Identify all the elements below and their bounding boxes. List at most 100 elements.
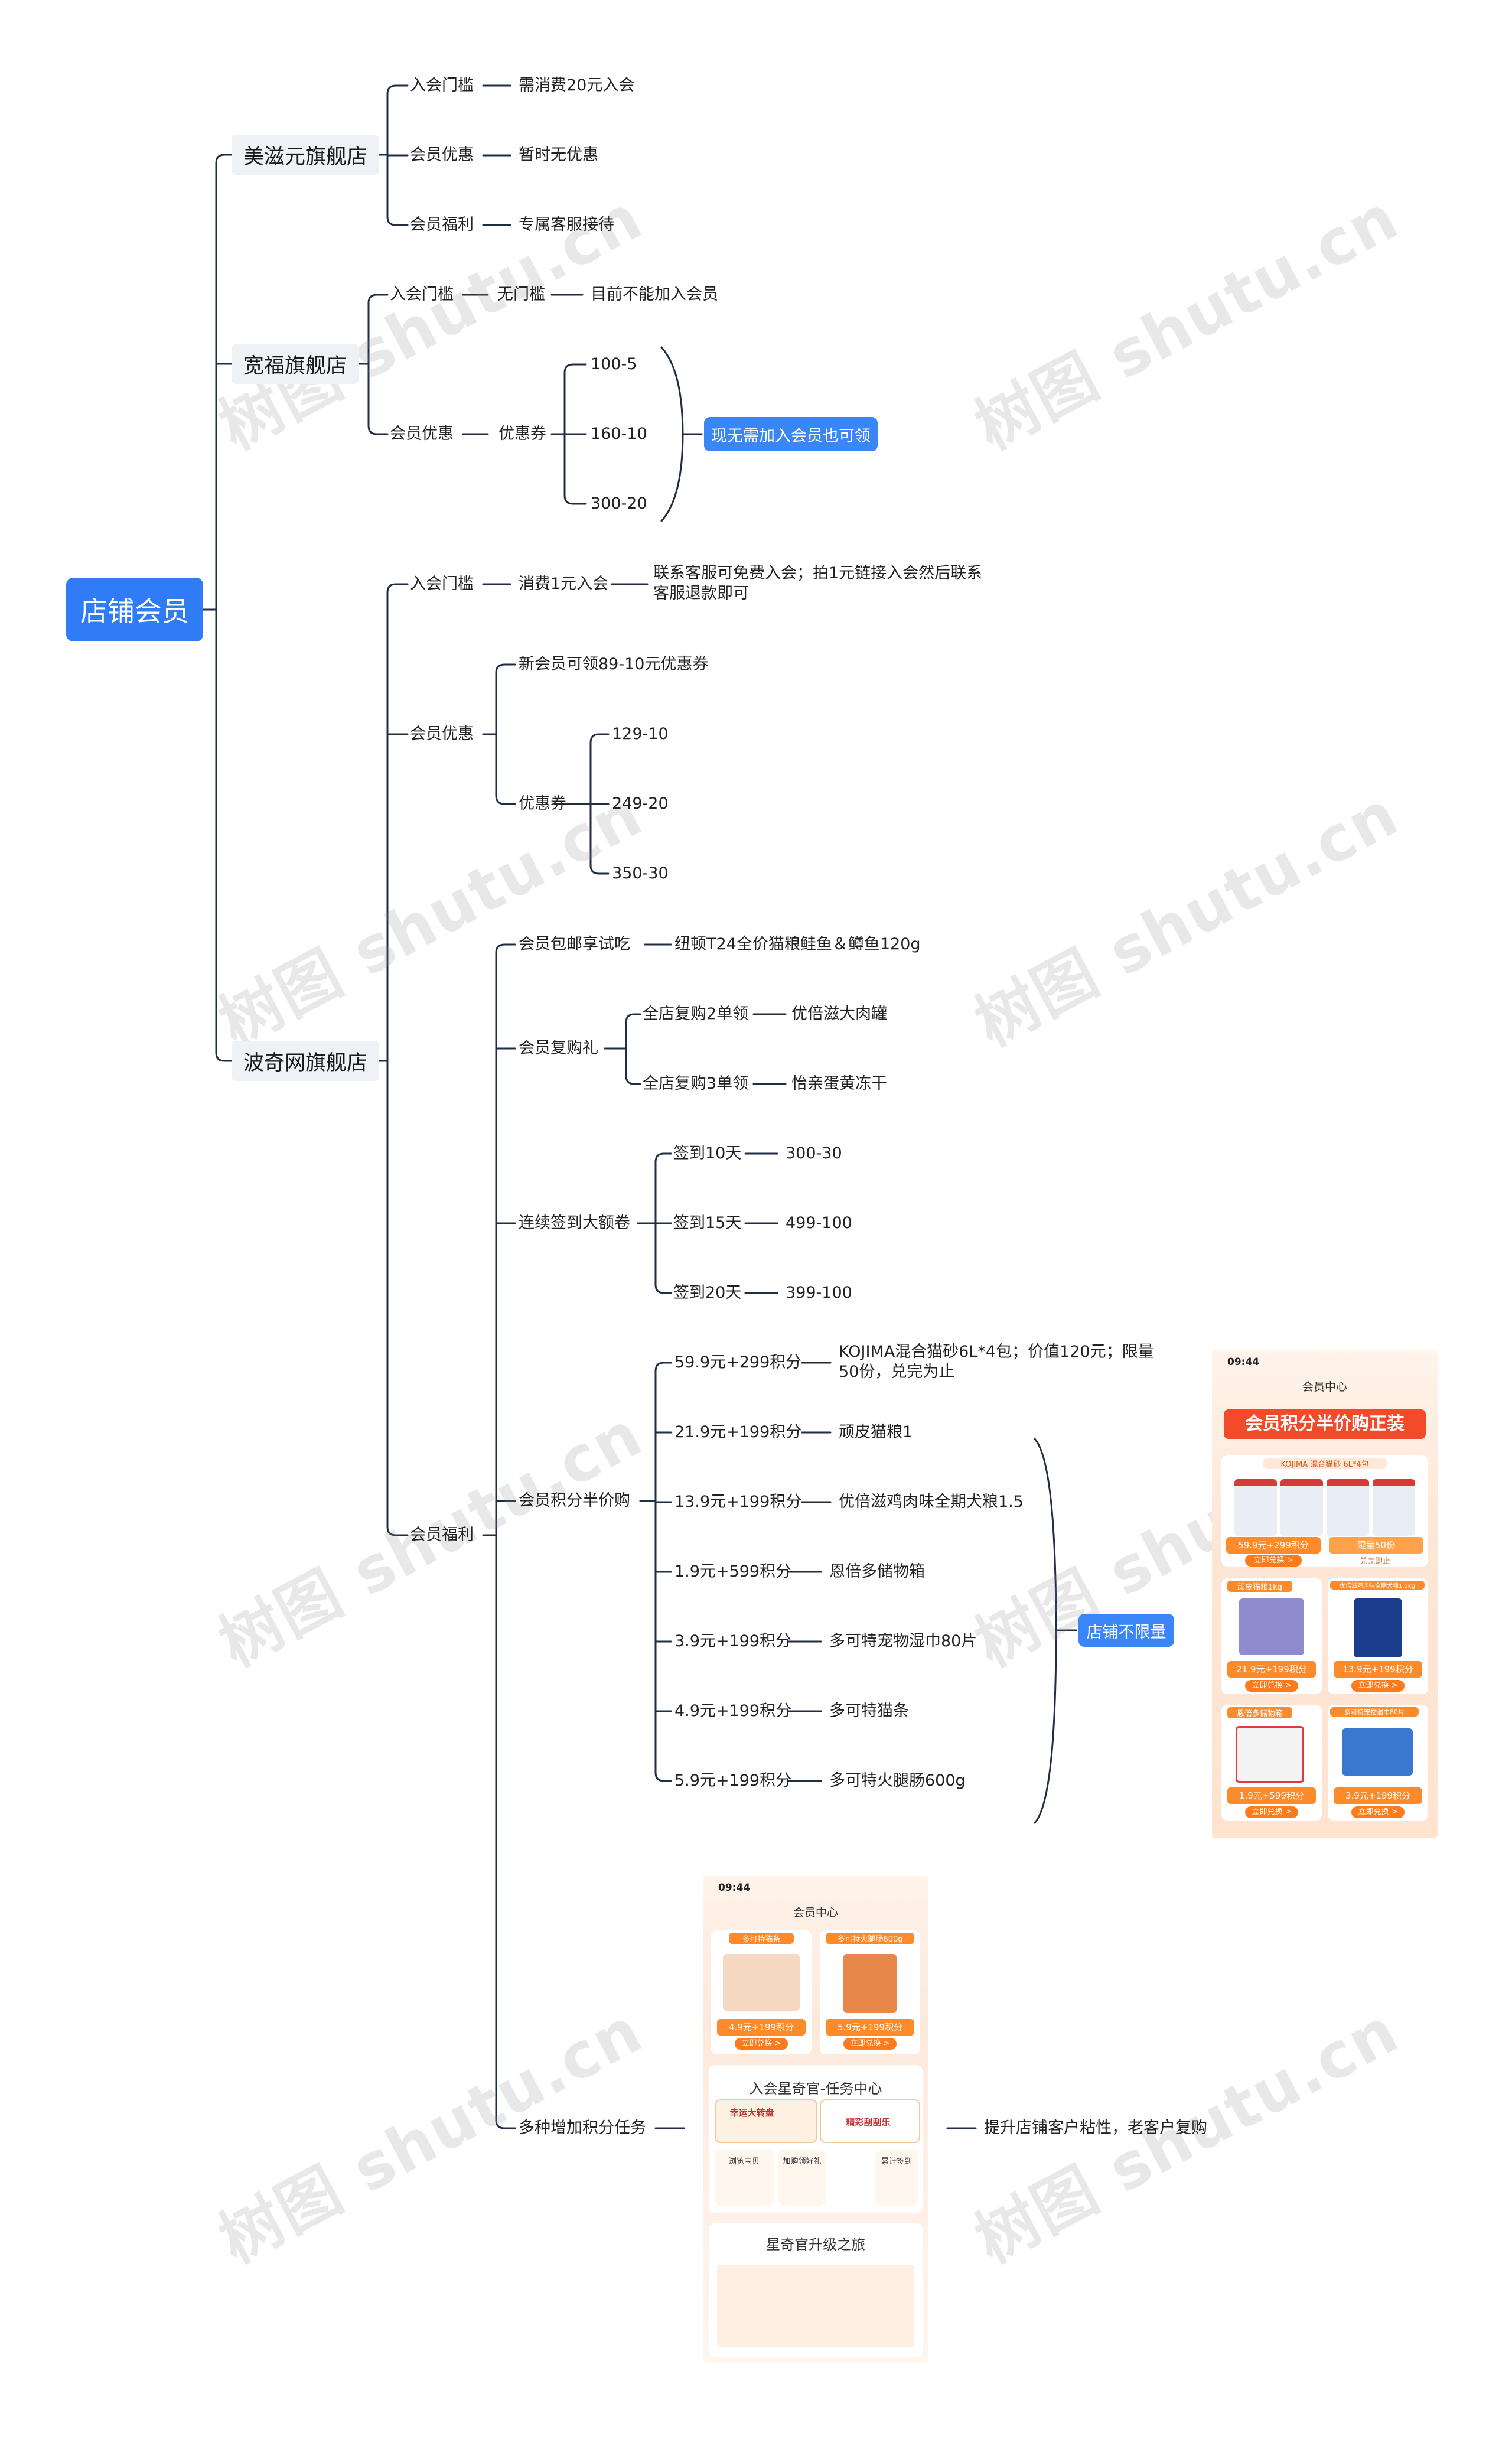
product-image [843,1954,897,2013]
coupon-value: 300-20 [591,494,647,514]
product-card[interactable]: 多可特猫条 4.9元+199积分 立即兑换 > [711,1930,812,2054]
node-value: 499-100 [786,1213,852,1233]
node-mid: 优惠券 [519,794,566,814]
task-item[interactable]: 浏览宝贝 [715,2150,774,2206]
limit-tag: 限量50份 [1329,1537,1423,1554]
product-image [1239,1598,1304,1655]
coupon-value: 160-10 [591,424,647,444]
node-value: 399-100 [786,1283,852,1303]
node-cond: 签到15天 [673,1213,741,1233]
product-image [1373,1479,1415,1536]
node-cond: 全店复购2单领 [643,1004,748,1024]
node-cond: 签到10天 [673,1144,741,1164]
note-tag[interactable]: 现无需加入会员也可领 [704,417,878,451]
root-node[interactable]: 店铺会员 [66,578,203,641]
node-cond: 签到20天 [673,1283,741,1303]
node-mid: 消费1元入会 [519,574,608,594]
node-value: 纽顿T24全价猫粮鲑鱼＆鳟鱼120g [674,934,921,955]
redeem-button[interactable]: 立即兑换 > [1245,1555,1302,1567]
node-cond: 全店复购3单领 [643,1074,748,1094]
nav-title: 会员中心 [703,1901,928,1924]
store-kuanfu[interactable]: 宽福旗舰店 [232,344,359,384]
redeem-button[interactable]: 立即兑换 > [1245,1806,1298,1818]
node-label: 会员包邮享试吃 [519,934,630,955]
product-image [1236,1726,1304,1783]
card-tag: KOJIMA 混合猫砂 6L*4包 [1263,1458,1387,1469]
card-tag: 多可特宠物湿巾80片 [1330,1707,1419,1717]
card-tag: 多可特火腿肠600g [826,1933,914,1944]
node-value: 优倍滋大肉罐 [791,1004,887,1024]
nav-title: 会员中心 [1212,1375,1438,1399]
node-label: 会员福利 [410,1525,474,1545]
coupon-value: 249-20 [612,794,669,814]
banner: 会员积分半价购正装 [1224,1409,1426,1439]
node-label: 会员福利 [410,215,474,235]
product-card[interactable]: 多可特宠物湿巾80片 3.9元+199积分 立即兑换 > [1328,1705,1428,1821]
product-card[interactable]: 顽皮猫粮1kg 21.9元+199积分 立即兑换 > [1221,1578,1322,1694]
node-label: 入会门槛 [410,76,474,96]
node-label: 会员积分半价购 [519,1491,630,1511]
card-tag: 顽皮猫粮1kg [1227,1581,1292,1592]
status-time: 09:44 [703,1876,928,1900]
node-value: 恩倍多储物箱 [829,1562,925,1582]
node-price: 1.9元+599积分 [674,1562,791,1582]
node-price: 3.9元+199积分 [674,1631,791,1652]
upgrade-steps [717,2265,914,2347]
limit-sub: 兑完即止 [1340,1555,1410,1566]
upgrade-title: 星奇官升级之旅 [709,2233,923,2253]
node-mid: 无门槛 [497,285,545,305]
node-label: 入会门槛 [410,574,474,594]
store-boqi[interactable]: 波奇网旗舰店 [232,1041,379,1081]
price-tag: 1.9元+599积分 [1227,1787,1316,1804]
phone-screenshot-points: 09:44 会员中心 会员积分半价购正装 KOJIMA 混合猫砂 6L*4包 5… [1212,1350,1438,1838]
task-center: 入会星奇官-任务中心 幸运大转盘 精彩刮刮乐 浏览宝贝 加购领好礼 累计签到 [709,2065,923,2213]
redeem-button[interactable]: 立即兑换 > [1351,1806,1405,1818]
node-value: 目前不能加入会员 [591,285,718,305]
redeem-button[interactable]: 立即兑换 > [1245,1680,1298,1692]
price-tag: 59.9元+299积分 [1226,1537,1321,1554]
task-item[interactable]: 加购领好礼 [778,2150,826,2206]
redeem-button[interactable]: 立即兑换 > [735,2038,788,2050]
product-card[interactable]: 恩倍多储物箱 1.9元+599积分 立即兑换 > [1221,1705,1322,1821]
product-image [1234,1479,1277,1536]
task-item[interactable]: 幸运大转盘 [715,2099,817,2143]
store-meiziyuan[interactable]: 美滋元旗舰店 [232,135,379,175]
node-value: 需消费20元入会 [519,76,634,96]
price-tag: 13.9元+199积分 [1334,1661,1422,1678]
node-price: 59.9元+299积分 [674,1353,801,1373]
node-value: 优倍滋鸡肉味全期犬粮1.5 [839,1492,1024,1512]
price-tag: 21.9元+199积分 [1227,1661,1316,1678]
phone-screenshot-tasks: 09:44 会员中心 多可特猫条 4.9元+199积分 立即兑换 > 多可特火腿… [703,1876,928,2363]
task-title: 入会星奇官-任务中心 [709,2077,923,2098]
task-label: 累计签到 [875,2155,918,2166]
note-tag[interactable]: 店铺不限量 [1078,1614,1174,1647]
node-value: 暂时无优惠 [519,145,598,165]
task-item[interactable]: 累计签到 [875,2150,918,2206]
node-mid: 优惠券 [498,424,546,444]
task-item[interactable]: 精彩刮刮乐 [820,2099,920,2143]
node-value: 多可特宠物湿巾80片 [829,1631,977,1652]
task-label: 加购领好礼 [778,2155,826,2166]
task-label: 幸运大转盘 [719,2106,784,2119]
node-price: 4.9元+199积分 [674,1701,791,1721]
node-value: 顽皮猫粮1 [839,1422,913,1442]
node-value: 提升店铺客户粘性，老客户复购 [984,2118,1207,2138]
node-price: 13.9元+199积分 [674,1492,801,1512]
redeem-button[interactable]: 立即兑换 > [1351,1680,1405,1692]
price-tag: 5.9元+199积分 [826,2019,914,2036]
task-label: 精彩刮刮乐 [833,2116,904,2128]
node-value: 联系客服可免费入会；拍1元链接入会然后联系客服退款即可 [653,564,984,604]
node-value: KOJIMA混合猫砂6L*4包；价值120元；限量50份，兑完为止 [839,1342,1169,1382]
card-tag: 恩倍多储物箱 [1227,1707,1292,1718]
price-tag: 4.9元+199积分 [717,2019,806,2036]
product-card[interactable]: 优倍滋鸡肉味全期犬粮1.5kg 13.9元+199积分 立即兑换 > [1328,1578,1428,1694]
product-image [1327,1479,1369,1536]
product-image [1354,1598,1402,1657]
node-label: 会员优惠 [410,145,474,165]
node-value: 怡亲蛋黄冻干 [791,1074,887,1094]
product-card[interactable]: 多可特火腿肠600g 5.9元+199积分 立即兑换 > [820,1930,920,2054]
product-card[interactable]: KOJIMA 混合猫砂 6L*4包 59.9元+299积分 限量50份 立即兑换… [1221,1455,1428,1567]
node-label: 入会门槛 [390,285,454,305]
node-value: 300-30 [786,1144,842,1164]
redeem-button[interactable]: 立即兑换 > [843,2038,897,2050]
